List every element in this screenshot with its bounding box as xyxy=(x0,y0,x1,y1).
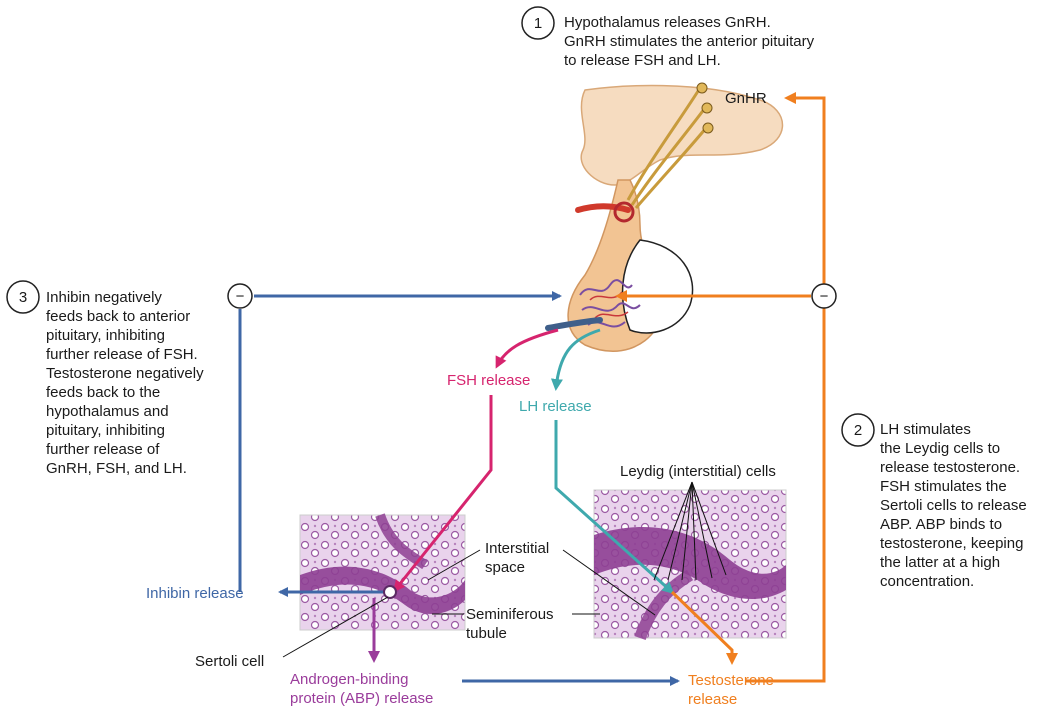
step-3-line-8: pituitary, inhibiting xyxy=(46,422,165,439)
step-2: 2 LH stimulates the Leydig cells to rele… xyxy=(841,413,1027,590)
interstitial-leader-right xyxy=(562,549,656,616)
step-2-line-6: ABP. ABP binds to xyxy=(880,516,1002,533)
gnhr-label: GnHR xyxy=(725,90,767,107)
svg-text:−: − xyxy=(820,288,829,305)
step-2-badge xyxy=(841,413,875,447)
neuron-body-2 xyxy=(701,102,713,114)
step-2-line-7: testosterone, keeping xyxy=(880,535,1023,552)
step-3-line-9: further release of xyxy=(46,441,160,458)
testosterone-release-label-2: release xyxy=(688,691,737,708)
neuron-body-3 xyxy=(702,122,714,134)
step-2-line-3: release testosterone. xyxy=(880,459,1020,476)
step-3-line-4: further release of FSH. xyxy=(46,346,198,363)
step-1-line-1: Hypothalamus releases GnRH. xyxy=(564,14,771,31)
svg-text:−: − xyxy=(236,288,245,305)
step-1-line-3: to release FSH and LH. xyxy=(564,52,721,69)
step-3-line-6: feeds back to the xyxy=(46,384,160,401)
interstitial-space-label-2: space xyxy=(485,559,525,576)
testosterone-feedback-loop xyxy=(745,92,826,683)
sertoli-cell-marker xyxy=(383,585,397,599)
inhibit-symbol-right: − xyxy=(811,283,837,309)
interstitial-band-right xyxy=(594,527,786,600)
step-3-line-2: feeds back to anterior xyxy=(46,308,190,325)
neuron-axon-2 xyxy=(630,107,707,206)
step-3: 3 Inhibin negatively feeds back to anter… xyxy=(6,280,204,477)
inhibin-release-label: Inhibin release xyxy=(146,585,244,602)
step-2-line-1: LH stimulates xyxy=(880,421,971,438)
step-1-number: 1 xyxy=(534,15,542,32)
step-2-number: 2 xyxy=(854,422,862,439)
neuron-axon-3 xyxy=(634,127,708,209)
hypothalamus-tissue xyxy=(580,84,784,186)
leydig-cells-label: Leydig (interstitial) cells xyxy=(620,463,776,480)
pituitary-illustration xyxy=(545,82,784,352)
interstitial-band xyxy=(300,566,465,615)
seminiferous-tubule-label-1: Seminiferous xyxy=(466,606,554,623)
testosterone-release-label-1: Testosterone xyxy=(688,672,774,689)
red-portal-vessel xyxy=(575,203,631,213)
leydig-leaders xyxy=(653,481,727,581)
step-2-line-5: Sertoli cells to release xyxy=(880,497,1027,514)
step-3-badge xyxy=(6,280,40,314)
step-1-line-2: GnRH stimulates the anterior pituitary xyxy=(564,33,815,50)
interstitial-space-label-1: Interstitial xyxy=(485,540,549,557)
step-2-line-4: FSH stimulates the xyxy=(880,478,1007,495)
step-3-number: 3 xyxy=(19,289,27,306)
interstitial-leader xyxy=(427,549,481,581)
step-3-line-10: GnRH, FSH, and LH. xyxy=(46,460,187,477)
step-2-line-8: the latter at a high xyxy=(880,554,1000,571)
abp-release-label-1: Androgen-binding xyxy=(290,671,408,688)
outflow-vessel xyxy=(545,317,603,331)
sertoli-leader xyxy=(282,596,389,658)
step-2-line-2: the Leydig cells to xyxy=(880,440,1000,457)
step-2-line-9: concentration. xyxy=(880,573,974,590)
step-1-badge xyxy=(521,6,555,40)
fsh-release-label: FSH release xyxy=(447,372,530,389)
sertoli-cell-label: Sertoli cell xyxy=(195,653,264,670)
step-3-line-7: hypothalamus and xyxy=(46,403,169,420)
seminiferous-tubule-label-2: tubule xyxy=(466,625,507,642)
lh-path-to-leydig xyxy=(554,420,675,595)
inhibit-symbol-left: − xyxy=(227,283,253,309)
neuron-axon-1 xyxy=(626,87,702,201)
posterior-pituitary xyxy=(621,239,694,334)
lh-release-curve xyxy=(550,328,601,391)
fsh-release-curve xyxy=(495,328,559,369)
step-3-line-5: Testosterone negatively xyxy=(46,365,204,382)
step-1: 1 Hypothalamus releases GnRH. GnRH stimu… xyxy=(521,6,815,69)
step-3-line-3: pituitary, inhibiting xyxy=(46,327,165,344)
testosterone-release-path xyxy=(670,590,738,665)
step-3-line-1: Inhibin negatively xyxy=(46,289,162,306)
abp-release-label-2: protein (ABP) release xyxy=(290,690,433,707)
fsh-path-to-sertoli xyxy=(393,395,493,593)
lh-release-label: LH release xyxy=(519,398,592,415)
neuron-body-1 xyxy=(696,82,708,94)
left-tissue-panel xyxy=(299,513,466,631)
right-tissue-panel xyxy=(593,489,787,641)
portal-plexus xyxy=(613,201,635,223)
